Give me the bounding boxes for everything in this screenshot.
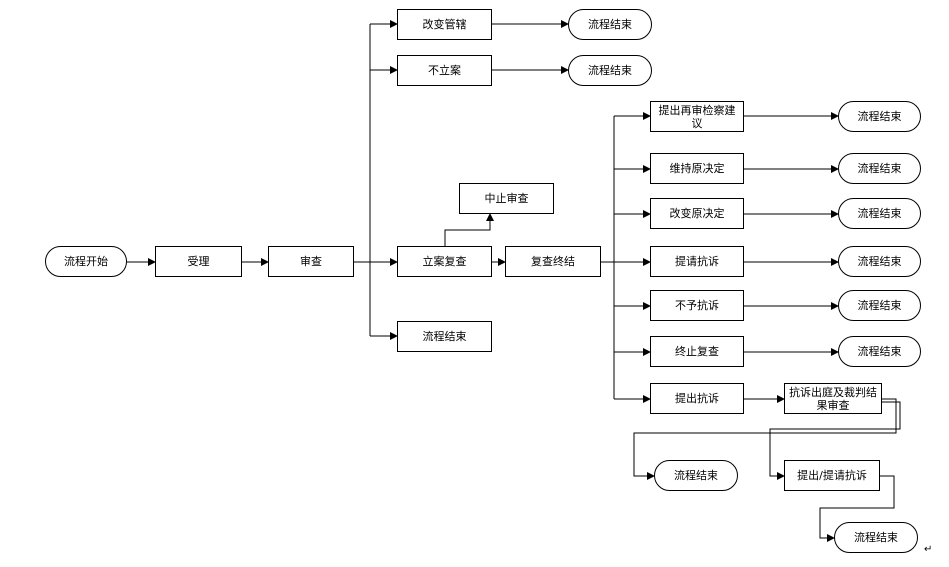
retrial-suggestion-step[interactable]: 提出再审检察建议 — [650, 101, 744, 132]
end-terminal-1[interactable]: 流程结束 — [568, 9, 652, 40]
end-terminal-7[interactable]: 流程结束 — [838, 290, 921, 321]
end-terminal-6[interactable]: 流程结束 — [838, 246, 921, 277]
case-review-step[interactable]: 立案复查 — [397, 246, 492, 277]
request-protest-step[interactable]: 提请抗诉 — [650, 246, 744, 277]
end-terminal-4[interactable]: 流程结束 — [838, 153, 921, 184]
review-step[interactable]: 审查 — [268, 246, 354, 277]
maintain-decision-step[interactable]: 维持原决定 — [650, 153, 744, 184]
change-decision-step[interactable]: 改变原决定 — [650, 198, 744, 229]
end-terminal-10[interactable]: 流程结束 — [834, 522, 918, 553]
start-terminal[interactable]: 流程开始 — [45, 246, 127, 277]
no-protest-step[interactable]: 不予抗诉 — [650, 290, 744, 321]
end-terminal-5[interactable]: 流程结束 — [838, 198, 921, 229]
end-terminal-2[interactable]: 流程结束 — [568, 55, 652, 86]
accept-step[interactable]: 受理 — [155, 246, 242, 277]
end-direct-step[interactable]: 流程结束 — [397, 321, 492, 352]
review-conclusion-step[interactable]: 复查终结 — [505, 246, 601, 277]
end-terminal-3[interactable]: 流程结束 — [838, 101, 921, 132]
file-request-protest-step[interactable]: 提出/提请抗诉 — [784, 460, 880, 491]
end-terminal-8[interactable]: 流程结束 — [838, 336, 921, 367]
paragraph-return-mark: ↵ — [924, 544, 933, 555]
file-protest-step[interactable]: 提出抗诉 — [650, 383, 744, 414]
suspend-review-step[interactable]: 中止审查 — [459, 183, 554, 214]
no-case-step[interactable]: 不立案 — [397, 55, 492, 86]
protest-court-review-step[interactable]: 抗诉出庭及裁判结果审查 — [784, 383, 882, 414]
end-terminal-9[interactable]: 流程结束 — [654, 460, 738, 491]
terminate-review-step[interactable]: 终止复查 — [650, 336, 744, 367]
change-jurisdiction-step[interactable]: 改变管辖 — [397, 9, 492, 40]
